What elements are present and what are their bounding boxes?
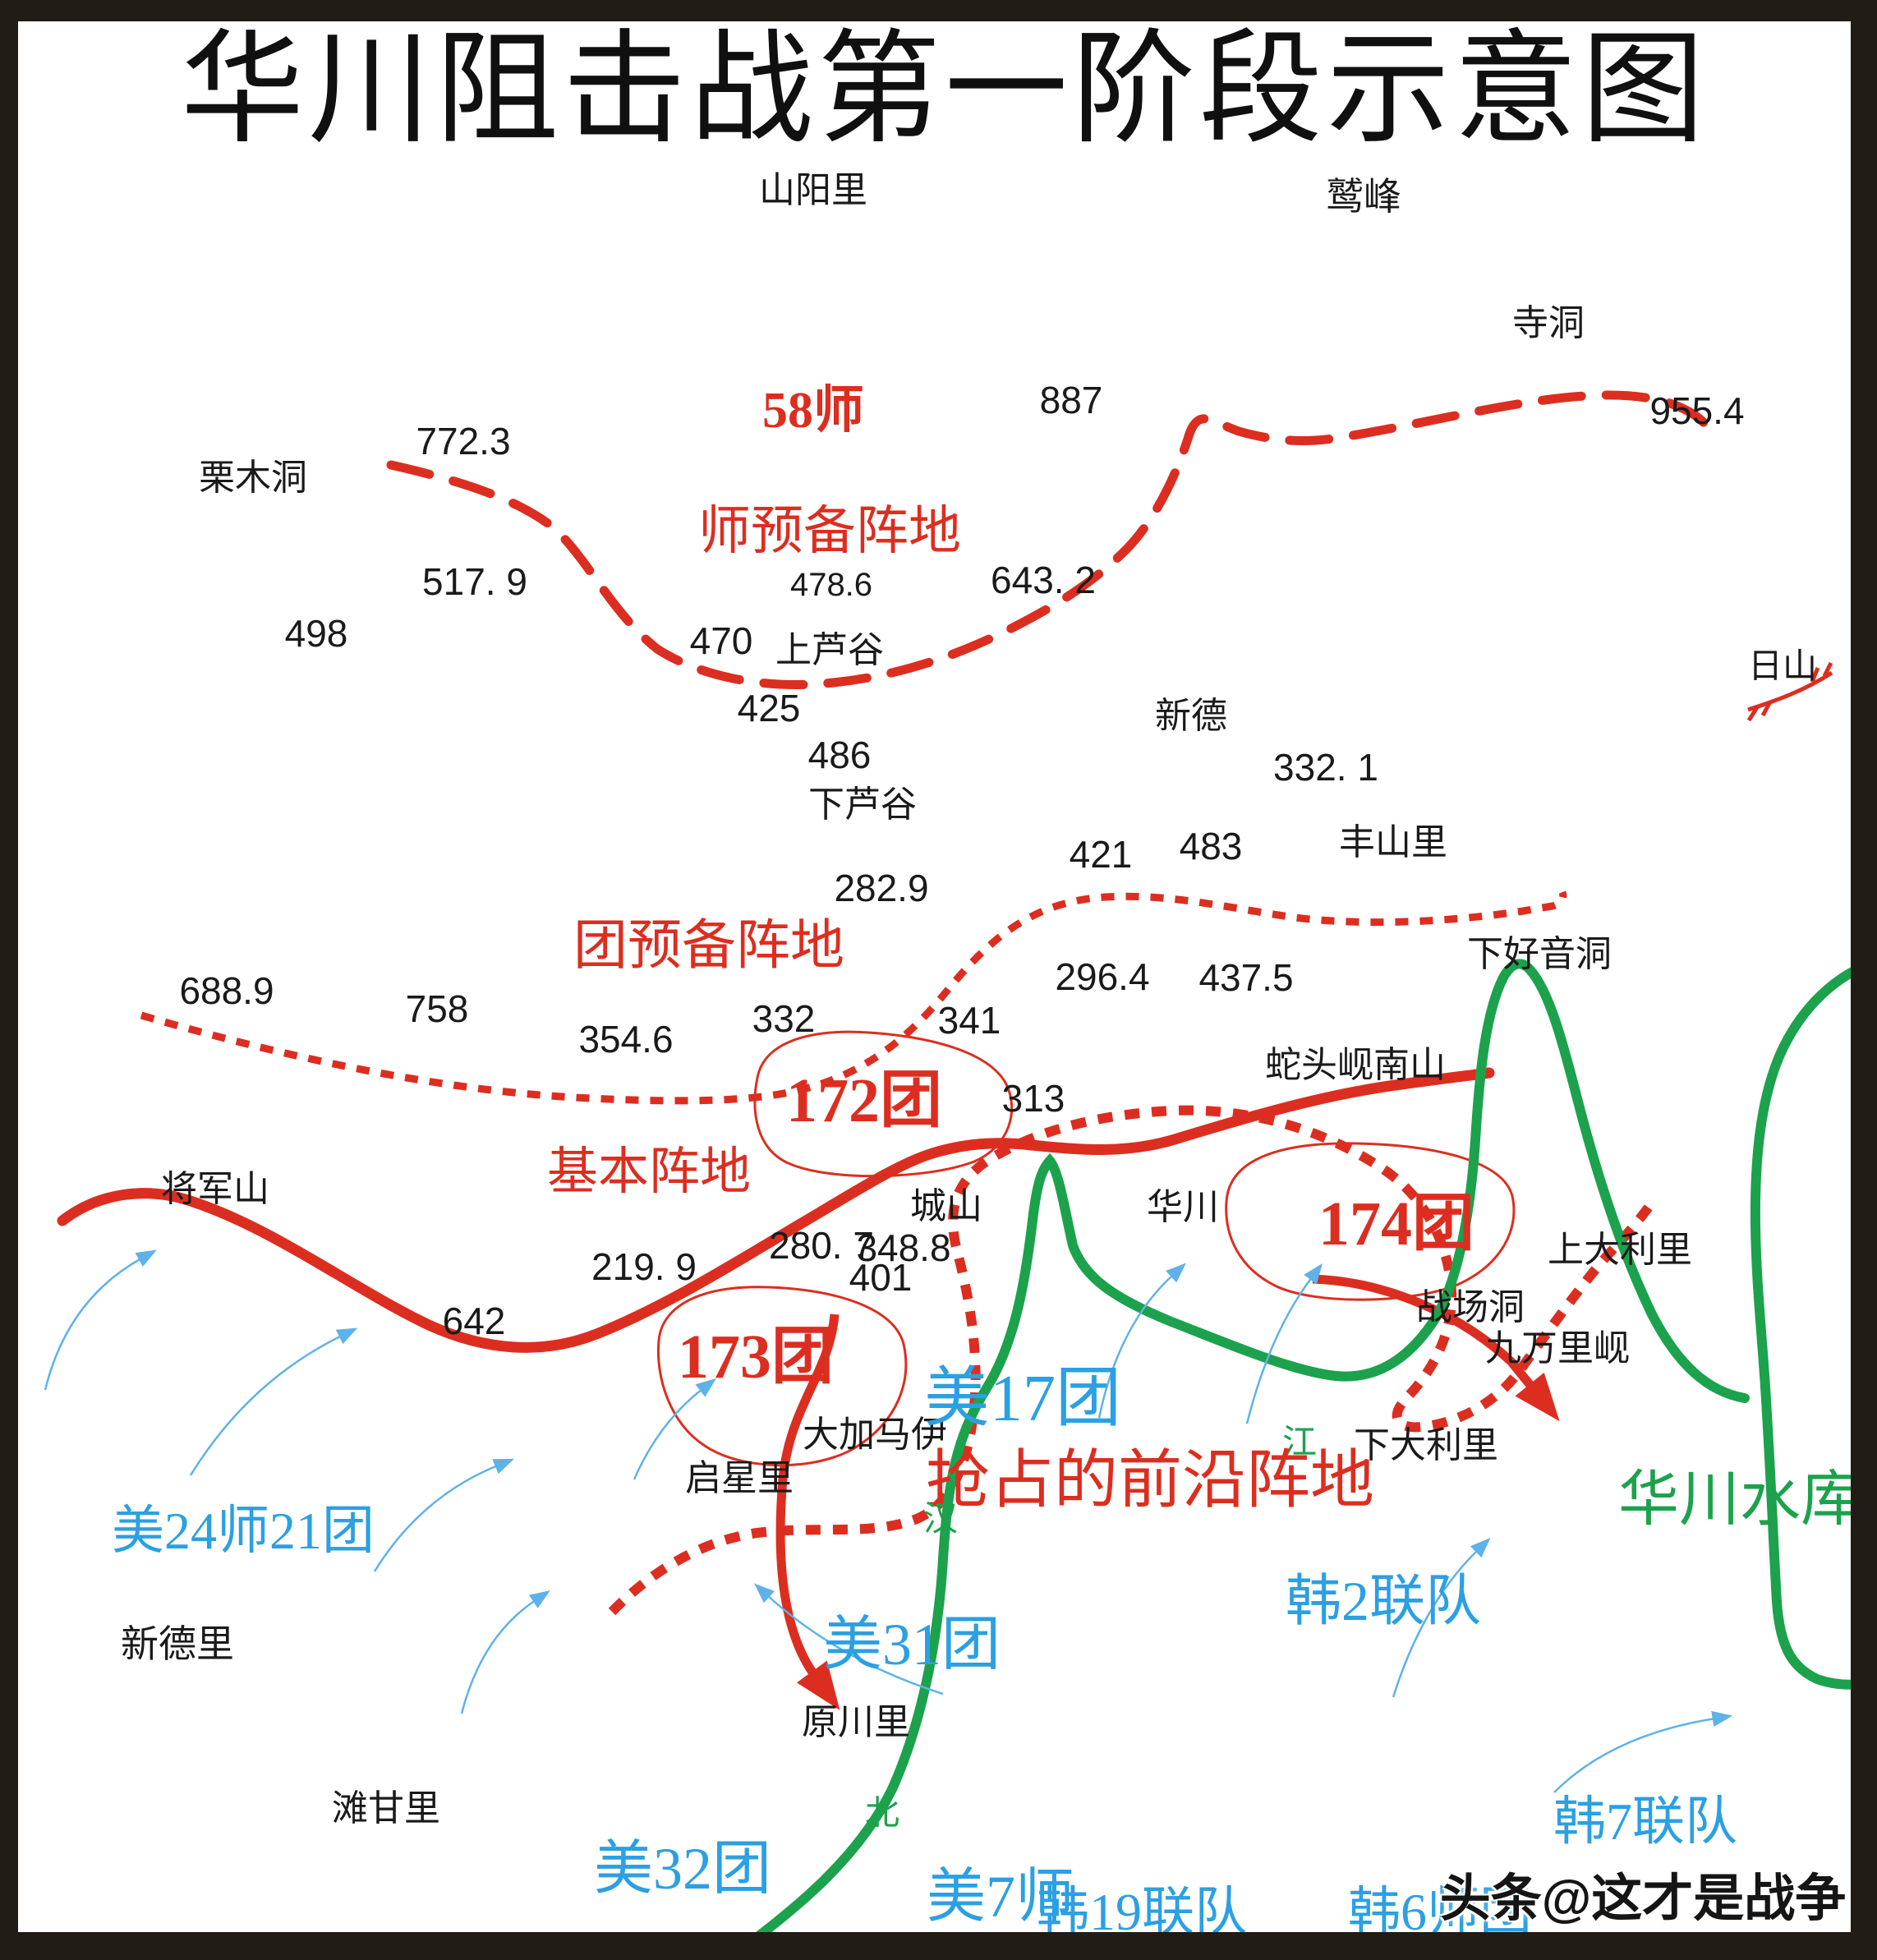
attack-arrow-7 bbox=[1245, 1263, 1323, 1424]
rishan-position-mark bbox=[1746, 661, 1833, 722]
forward-position-line bbox=[608, 1105, 1654, 1616]
elev-421: 421 bbox=[1069, 833, 1133, 876]
label-huachuan-reservoir: 华川水库 bbox=[1618, 1466, 1861, 1534]
elev-642: 642 bbox=[442, 1300, 506, 1342]
place-limudong: 栗木洞 bbox=[199, 458, 307, 498]
river-char-bei: 北 bbox=[864, 1795, 900, 1833]
attack-arrow-8 bbox=[1392, 1537, 1491, 1698]
place-xindeli: 新德里 bbox=[121, 1623, 234, 1665]
unit-us-31st-regiment: 美31团 bbox=[822, 1612, 1001, 1677]
place-xinde: 新德 bbox=[1155, 696, 1227, 736]
unit-regiment-174: 174团 bbox=[1318, 1189, 1474, 1258]
elev-332: 332 bbox=[752, 997, 816, 1040]
main-position-line bbox=[57, 1067, 1495, 1353]
place-tanganli: 滩甘里 bbox=[332, 1788, 440, 1829]
attack-arrow-1 bbox=[44, 1249, 157, 1391]
place-xialugu: 下芦谷 bbox=[808, 784, 917, 825]
elev-486: 486 bbox=[807, 734, 872, 776]
place-jiuwanlixian: 九万里岘 bbox=[1485, 1328, 1630, 1369]
north-han-river bbox=[722, 959, 1750, 1960]
elev-470: 470 bbox=[689, 619, 753, 662]
elev-341: 341 bbox=[937, 999, 1001, 1042]
place-huachuan: 华川 bbox=[1147, 1187, 1219, 1227]
elev-478-6: 478.6 bbox=[789, 567, 873, 603]
unit-rok-19th-regiment: 韩19联队 bbox=[1037, 1883, 1247, 1941]
unit-rok-2nd-regiment: 韩2联队 bbox=[1285, 1570, 1482, 1632]
elev-437-5: 437.5 bbox=[1198, 956, 1294, 999]
watermark: 头条@这才是战争 bbox=[1439, 1870, 1847, 1927]
elev-296-4: 296.4 bbox=[1055, 955, 1150, 998]
place-shanglugu: 上芦谷 bbox=[775, 630, 884, 670]
unit-regiment-173: 173团 bbox=[678, 1323, 834, 1392]
place-shetouxian-nanshan: 蛇头岘南山 bbox=[1265, 1045, 1446, 1085]
place-xiahaoyindong: 下好音洞 bbox=[1467, 934, 1612, 974]
elev-332-1: 332. 1 bbox=[1273, 746, 1378, 789]
attack-arrow-3 bbox=[373, 1458, 514, 1572]
place-zhanchangdong: 战场洞 bbox=[1416, 1287, 1525, 1327]
ann-division-reserve-position: 师预备阵地 bbox=[698, 502, 961, 560]
ann-regiment-reserve-position: 团预备阵地 bbox=[573, 916, 844, 976]
map-title: 华川阻击战第一阶段示意图 bbox=[180, 22, 1709, 159]
elev-348-8: 348.8 bbox=[856, 1226, 951, 1269]
reservoir-river-arm bbox=[1750, 956, 1877, 1690]
elev-354-6: 354.6 bbox=[578, 1018, 674, 1061]
attack-arrow-10 bbox=[633, 1378, 717, 1480]
place-fengshanli: 丰山里 bbox=[1339, 822, 1447, 863]
regiment-172-area-outline bbox=[753, 1030, 1014, 1178]
elev-887: 887 bbox=[1039, 379, 1103, 421]
attack-arrow-5 bbox=[754, 1583, 944, 1695]
place-sidong: 寺洞 bbox=[1512, 303, 1585, 343]
place-jiufeng: 鹫峰 bbox=[1326, 176, 1401, 218]
unit-us-17th-regiment: 美17团 bbox=[924, 1363, 1121, 1435]
elev-643-2: 643. 2 bbox=[991, 559, 1096, 601]
unit-rok-7th-regiment: 韩7联队 bbox=[1553, 1792, 1737, 1851]
ann-main-position: 基本阵地 bbox=[546, 1144, 752, 1200]
attack-arrow-6 bbox=[1097, 1263, 1186, 1419]
elev-772-3: 772.3 bbox=[416, 420, 511, 462]
unit-rok-6th-division: 韩6师团 bbox=[1348, 1883, 1532, 1941]
ann-seized-forward-position: 抢占的前沿阵地 bbox=[925, 1444, 1375, 1516]
place-yuanchuanli: 原川里 bbox=[802, 1702, 910, 1742]
place-xiadalili: 下大利里 bbox=[1354, 1425, 1498, 1465]
division-reserve-line bbox=[386, 390, 1715, 689]
elev-280-7: 280. 7 bbox=[769, 1224, 874, 1267]
place-shangdalili: 上大利里 bbox=[1548, 1230, 1692, 1270]
elev-483: 483 bbox=[1179, 825, 1243, 867]
elev-498: 498 bbox=[284, 612, 348, 655]
river-char-han: 汉 bbox=[922, 1501, 959, 1539]
unit-regiment-172: 172团 bbox=[786, 1066, 942, 1135]
attack-arrow-4 bbox=[460, 1590, 550, 1714]
elev-282-9: 282.9 bbox=[834, 867, 929, 909]
regiment-reserve-line bbox=[140, 890, 1567, 1105]
unit-us-7th-division: 美7师 bbox=[926, 1864, 1075, 1930]
elev-401: 401 bbox=[849, 1256, 913, 1299]
unit-us-24div-21st-regiment: 美24师21团 bbox=[112, 1502, 375, 1560]
river-char-jiang: 江 bbox=[1281, 1424, 1318, 1462]
zhanchangdong-withdraw-arrow bbox=[1312, 1274, 1560, 1422]
attack-arrow-2 bbox=[189, 1327, 358, 1476]
regiment-173-area-outline bbox=[656, 1286, 908, 1467]
elev-517-9: 517. 9 bbox=[422, 560, 527, 603]
elev-219-9: 219. 9 bbox=[591, 1245, 697, 1288]
regiment-174-area-outline bbox=[1225, 1142, 1516, 1301]
unit-us-32nd-regiment: 美32团 bbox=[593, 1836, 772, 1902]
elev-688-9: 688.9 bbox=[179, 969, 274, 1012]
attack-arrow-9 bbox=[1553, 1710, 1733, 1793]
place-chengshan: 城山 bbox=[910, 1186, 982, 1226]
elev-955-4: 955.4 bbox=[1649, 389, 1745, 432]
place-rishan: 日山 bbox=[1747, 648, 1818, 686]
elev-425: 425 bbox=[737, 687, 801, 729]
unit-division-58: 58师 bbox=[761, 383, 865, 439]
place-jiangjunshan: 将军山 bbox=[161, 1169, 269, 1209]
elev-313: 313 bbox=[1001, 1077, 1065, 1120]
elev-758: 758 bbox=[405, 987, 469, 1030]
place-dajiamayi: 大加马伊 bbox=[803, 1415, 947, 1455]
place-qixingli: 启星里 bbox=[685, 1458, 794, 1498]
place-shanyangli: 山阳里 bbox=[759, 170, 867, 210]
regiment-173-withdraw-arrow bbox=[775, 1314, 840, 1710]
